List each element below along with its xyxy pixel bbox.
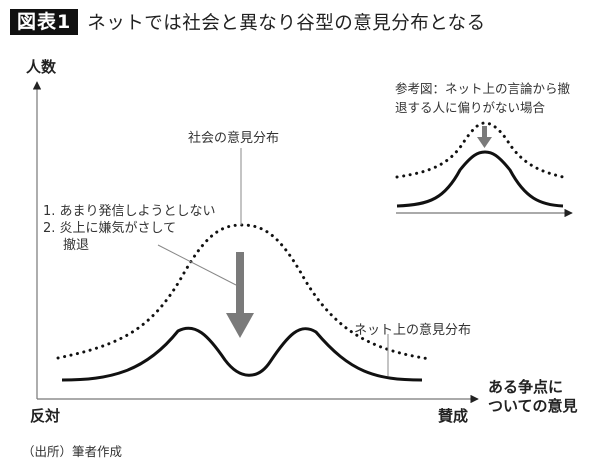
x-axis-right-label: 賛成	[438, 407, 469, 425]
figure-title: ネットでは社会と異なり谷型の意見分布となる	[87, 13, 486, 34]
reference-caption-line1: 参考図：ネット上の言論から撤	[395, 81, 571, 96]
reasons-leader-line	[157, 244, 237, 286]
x-axis-label-line1: ある争点に	[488, 378, 564, 396]
net-distribution-curve	[61, 326, 423, 382]
net-annotation: ネット上の意見分布	[354, 323, 472, 338]
x-axis-label: ある争点に ついての意見	[488, 378, 578, 416]
reason-1: 1. あまり発信しようとしない	[43, 204, 216, 219]
reason-2: 2. 炎上に嫌気がさして	[43, 221, 177, 236]
society-annotation: 社会の意見分布	[188, 131, 280, 146]
y-axis-label: 人数	[26, 58, 57, 76]
reference-inset	[395, 121, 573, 218]
reason-2-cont: 撤退	[63, 238, 90, 253]
down-arrow-icon	[226, 252, 254, 338]
reference-caption-line2: 退する人に偏りがない場合	[395, 100, 546, 115]
reference-caption: 参考図：ネット上の言論から撤 退する人に偏りがない場合	[395, 79, 570, 117]
main-axes	[32, 81, 479, 404]
source-note: （出所）筆者作成	[22, 444, 123, 459]
reasons-annotation: 1. あまり発信しようとしない 2. 炎上に嫌気がさして 撤退	[43, 203, 216, 254]
figure-header: 図表1 ネットでは社会と異なり谷型の意見分布となる	[10, 9, 486, 35]
x-axis-left-label: 反対	[30, 407, 61, 425]
figure-badge: 図表1	[10, 9, 79, 35]
society-distribution-curve	[56, 223, 432, 361]
x-axis-label-line2: ついての意見	[488, 397, 578, 415]
